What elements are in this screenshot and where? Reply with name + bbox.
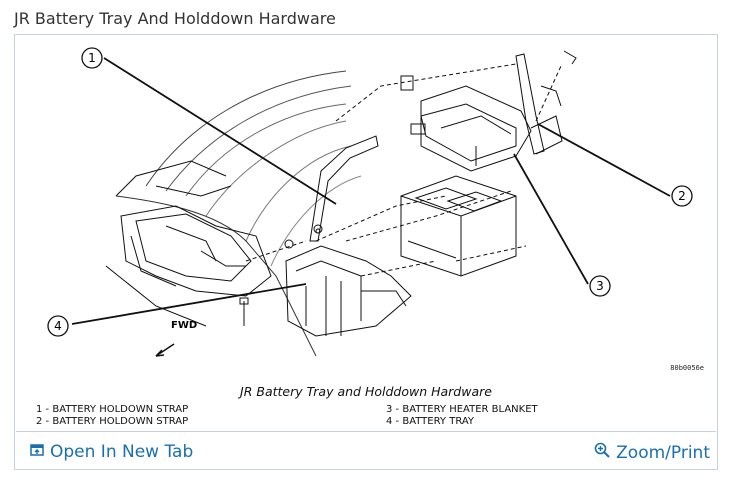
callout-label-2: 2 [678,189,686,203]
callout-circle-2 [671,185,693,207]
image-footer: Open In New Tab Zoom/Print [16,432,716,469]
open-in-new-tab-label: Open In New Tab [50,442,194,462]
page-title: JR Battery Tray And Holddown Hardware [14,9,336,28]
legend-item-2: 2 - BATTERY HOLDOWN STRAP [36,416,189,427]
figure-caption: JR Battery Tray and Holddown Hardware [240,384,492,399]
zoom-print-label: Zoom/Print [616,442,710,463]
legend-item-4: 4 - BATTERY TRAY [386,416,475,427]
callout-label-4: 4 [54,319,62,333]
fwd-label: FWD [171,320,197,331]
exploded-view-drawing: 1 2 3 4 FWD [47,47,693,357]
diagram-code: 80b0056e [670,364,704,372]
callout-circle-3 [589,275,611,297]
legend-item-3: 3 - BATTERY HEATER BLANKET [386,404,538,415]
callout-circle-1 [81,47,103,69]
battery-tray-diagram: 1 2 3 4 FWD 80b0056e JR Battery Tray and… [16,36,716,432]
legend-item-1: 1 - BATTERY HOLDOWN STRAP [36,404,189,415]
image-panel: 1 2 3 4 FWD 80b0056e JR Battery Tray and… [14,34,718,470]
callout-markers: 1 2 3 4 [47,47,693,337]
callout-circle-4 [47,315,69,337]
magnifier-plus-icon [594,442,610,463]
open-in-new-tab-icon [30,442,44,462]
open-in-new-tab-button[interactable]: Open In New Tab [30,442,193,462]
callout-label-1: 1 [88,51,96,65]
zoom-print-button[interactable]: Zoom/Print [594,442,710,463]
callout-label-3: 3 [596,279,604,293]
